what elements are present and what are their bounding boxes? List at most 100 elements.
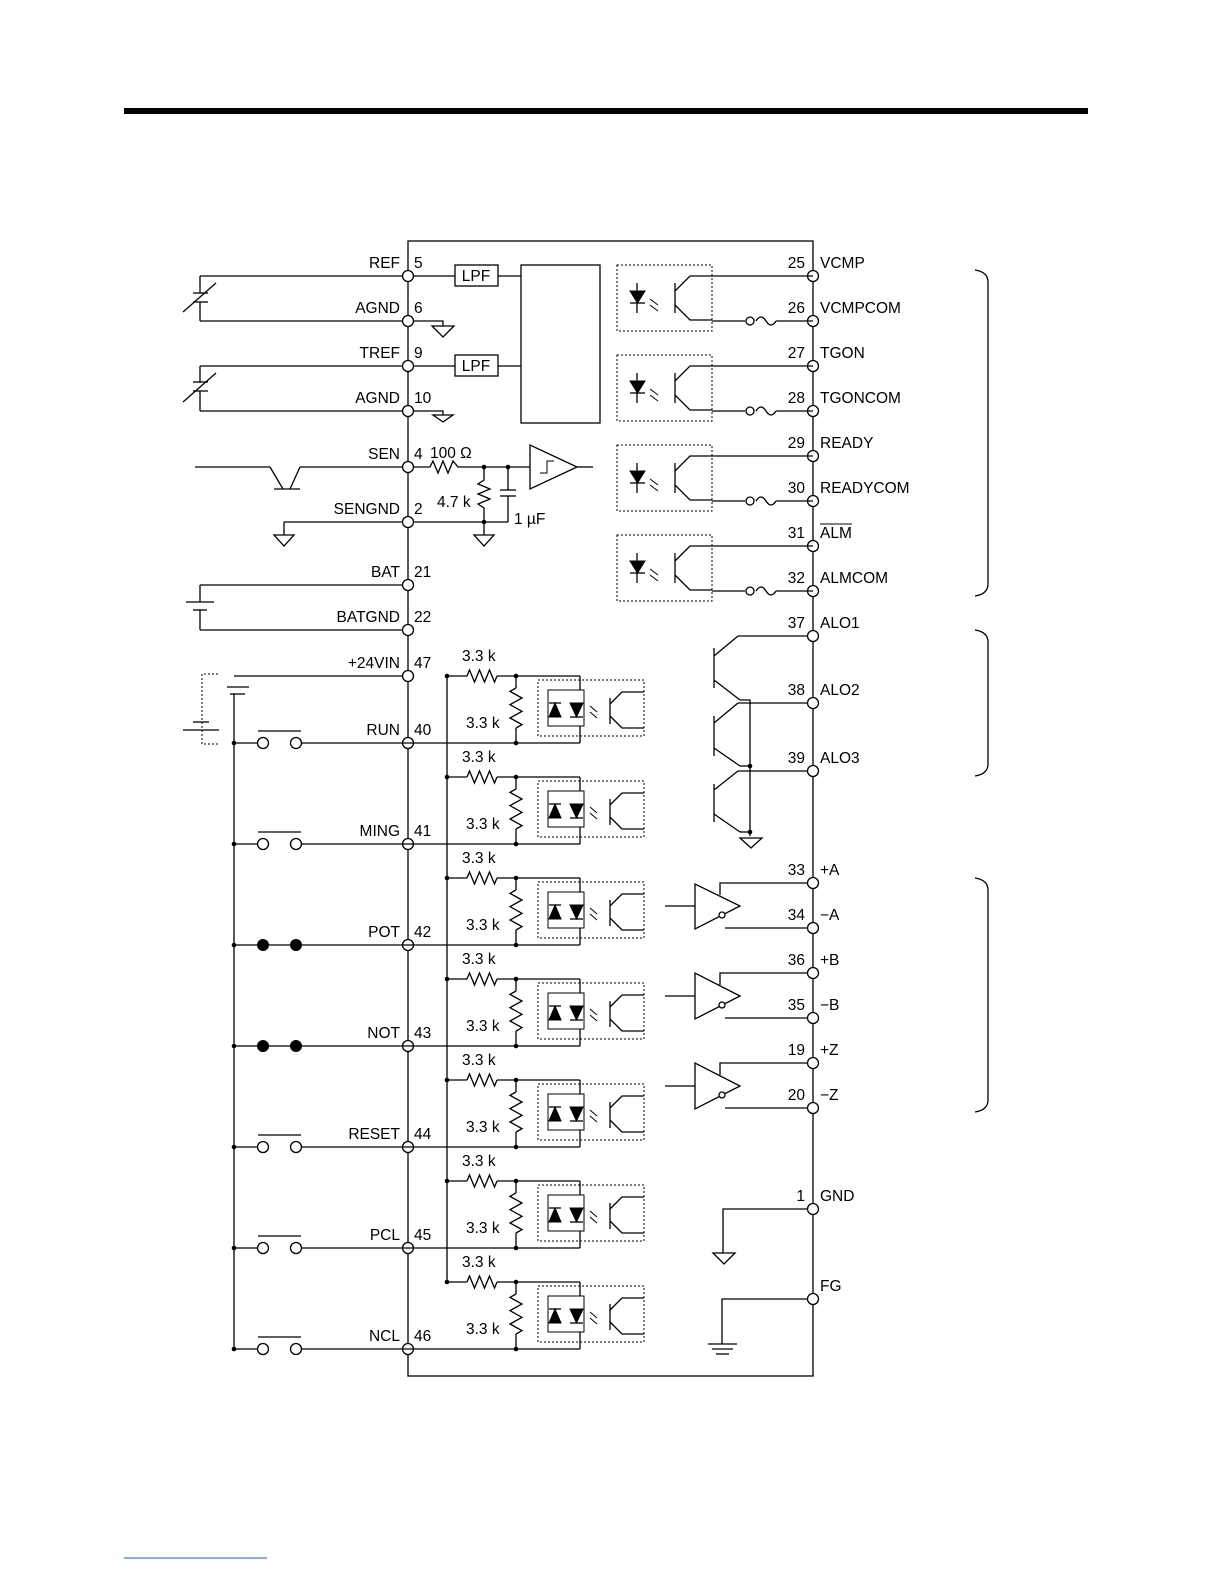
junction-dot [444,1279,450,1285]
right-terminal-label: ALO2 [820,682,860,699]
transistor-emitter [609,1220,644,1234]
left-terminal-label: TREF [360,345,400,362]
light-arrow [589,1014,598,1022]
light-arrow [589,812,598,820]
right-terminal-pin: 34 [788,907,806,924]
right-terminal-label: FG [820,1278,842,1295]
right-terminal-pin: 26 [788,300,805,317]
left-terminal-pin: 9 [414,345,423,362]
right-terminal-label: VCMPCOM [820,300,901,317]
left-terminal-pin: 46 [414,1328,431,1345]
right-terminal-pin: 1 [796,1188,805,1205]
right-terminal-label: READY [820,435,873,452]
resistor-100-label: 100 Ω [430,445,472,462]
line-driver-a [665,882,813,931]
lpf-label: LPF [462,268,490,285]
junction-dot [444,976,450,982]
left-terminal-label: NOT [367,1025,400,1042]
resistor-33k-shunt [508,1293,524,1335]
right-terminal-pin: 37 [788,615,805,632]
junction-dot [513,841,519,847]
resistor-33k-label: 3.3 k [466,917,500,934]
left-terminal-label: NCL [369,1328,400,1345]
input-optocoupler [537,780,645,838]
diode-icon [548,1004,562,1021]
diode-pair-frame [547,992,585,1030]
left-terminal-label: POT [368,924,400,941]
left-terminal-pin: 44 [414,1126,432,1143]
light-arrow [649,394,659,402]
input-optocoupler [537,881,645,939]
left-terminal-label: REF [369,255,400,272]
output-optocoupler [616,534,713,602]
right-terminal-pin: 25 [788,255,805,272]
switch-contact [289,736,303,750]
right-terminal-pin: 27 [788,345,805,362]
switch-contact [256,837,270,851]
right-terminal-pin: 36 [788,952,805,969]
light-arrow [589,1109,598,1117]
resistor-33k-label: 3.3 k [462,951,496,968]
com-term [745,496,755,506]
left-terminal-label: AGND [355,390,400,407]
resistor-33k-shunt [508,788,524,830]
right-terminal-label: TGONCOM [820,390,901,407]
junction-dot [444,875,450,881]
resistor-33k [466,668,498,684]
right-terminal-pin: 35 [788,997,805,1014]
right-terminal-label: READYCOM [820,480,910,497]
output-optocoupler [616,354,713,422]
terminal-9 [401,359,415,373]
junction-dot [513,942,519,948]
resistor-33k-shunt [508,1091,524,1133]
input-optocoupler [537,1184,645,1242]
left-terminal-pin: 21 [414,564,431,581]
transistor-emitter [609,715,644,729]
resistor-33k [466,1274,498,1290]
led-icon [569,1207,584,1224]
left-terminal-pin: 6 [414,300,423,317]
resistor-33k-label: 3.3 k [466,1220,500,1237]
diode-icon [548,701,562,718]
terminal-35 [806,1011,820,1025]
terminal-21 [401,578,415,592]
diode-icon [548,802,562,819]
transistor-emitter [609,917,644,931]
input-optocoupler [537,1083,645,1141]
led-icon [569,1308,584,1325]
left-terminal-label: BAT [371,564,401,581]
light-arrow [589,705,598,713]
light-arrow [589,711,598,719]
light-arrow [649,388,659,396]
left-terminal-label: RUN [366,722,400,739]
terminal-22 [401,623,415,637]
fuse-icon [755,586,777,596]
diode-icon [548,1307,562,1324]
com-term [745,586,755,596]
led-icon [569,1106,584,1123]
right-terminal-pin: 20 [788,1087,806,1104]
internal-block [520,264,601,424]
junction-dot [444,1178,450,1184]
resistor-33k-label: 3.3 k [466,715,500,732]
light-arrow [589,806,598,814]
transistor-emitter [674,574,712,591]
left-terminal-label: +24VIN [348,655,400,672]
terminal-33 [806,876,820,890]
right-terminal-label: −Z [820,1087,839,1104]
light-arrow [649,484,659,492]
transistor-collector [609,1297,644,1311]
fuse-icon [755,496,777,506]
transistor-emitter [674,394,712,411]
right-terminal-label: ALO3 [820,750,860,767]
terminal-34 [806,921,820,935]
light-arrow [649,298,659,306]
input-optocoupler [537,1285,645,1343]
right-terminal-label: TGON [820,345,865,362]
led-icon [569,702,584,719]
terminal-fg [806,1292,820,1306]
junction-dot [513,1245,519,1251]
transistor-collector [609,1196,644,1210]
left-terminal-pin: 2 [414,501,423,518]
transistor-collector [609,691,644,705]
